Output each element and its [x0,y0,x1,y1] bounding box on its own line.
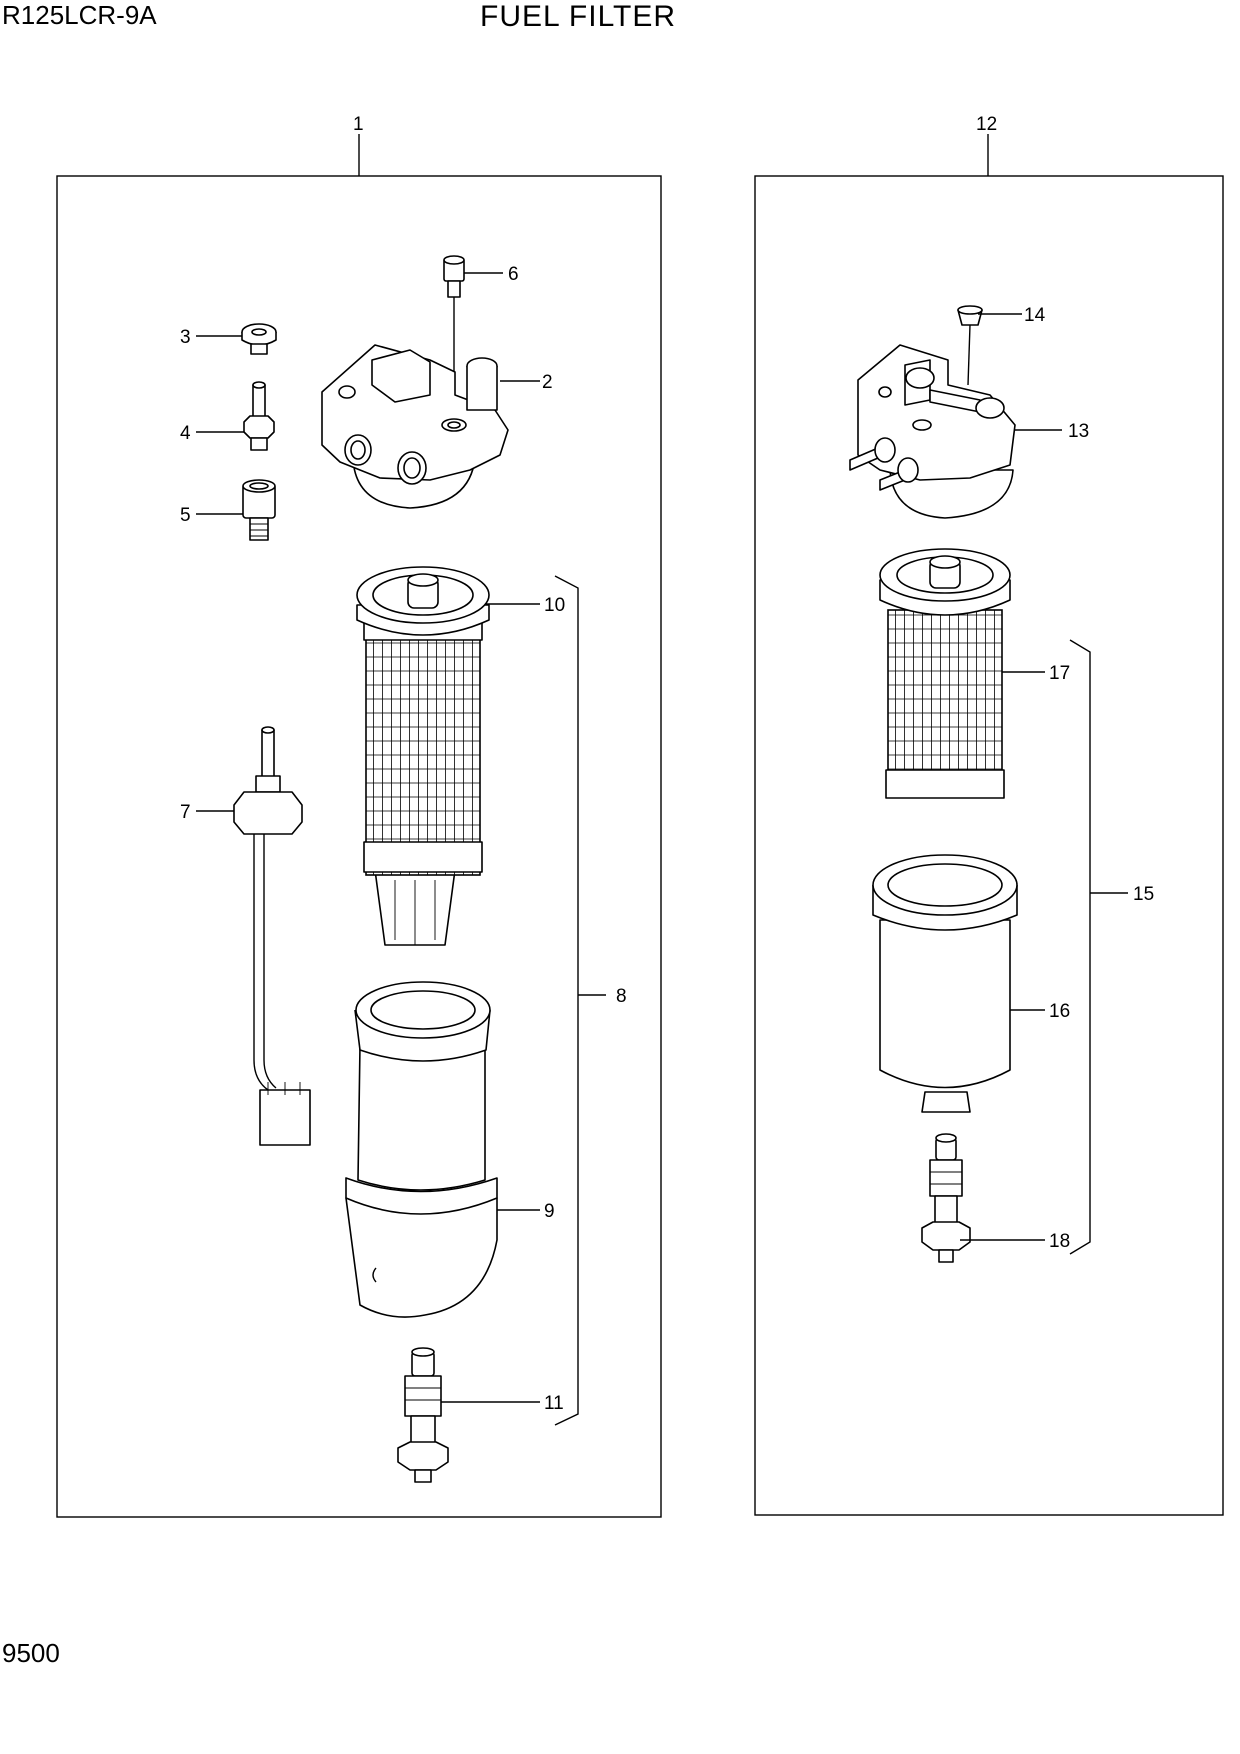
callout-6: 6 [508,264,519,285]
page-number: 9500 [2,1638,60,1668]
adapter-part-5 [242,479,276,541]
filter-bowl-part-16 [872,854,1018,1113]
water-sensor-part-7 [233,726,311,1146]
callout-5: 5 [180,505,191,526]
callout-3: 3 [180,327,191,348]
callout-2: 2 [542,372,553,393]
fitting-part-4 [243,381,275,451]
page-title: FUEL FILTER [480,0,677,33]
filter-element-part-10 [356,566,490,946]
assembly-12-frame [754,175,1224,1516]
callout-16: 16 [1049,1001,1070,1022]
callout-13: 13 [1068,421,1089,442]
callout-10: 10 [544,595,565,616]
plug-part-14 [957,305,983,386]
model-code: R125LCR-9A [2,0,157,30]
callout-8: 8 [616,986,627,1007]
callout-18: 18 [1049,1231,1070,1252]
filter-head-part-2 [321,344,509,509]
callout-9: 9 [544,1201,555,1222]
callout-15: 15 [1133,884,1154,905]
filter-element-part-17 [879,548,1011,799]
plug-part-3 [241,323,277,355]
callout-1: 1 [353,114,364,135]
callout-12: 12 [976,114,997,135]
drain-valve-part-18 [921,1133,971,1263]
bleed-screw-part-6 [443,255,465,425]
drain-valve-part-11 [397,1347,449,1483]
callout-14: 14 [1024,305,1046,326]
callout-17: 17 [1049,663,1070,684]
filter-head-part-13 [849,344,1016,519]
callout-4: 4 [180,423,191,444]
filter-bowl-part-9 [345,981,498,1318]
callout-7: 7 [180,802,191,823]
callout-11: 11 [544,1393,564,1414]
